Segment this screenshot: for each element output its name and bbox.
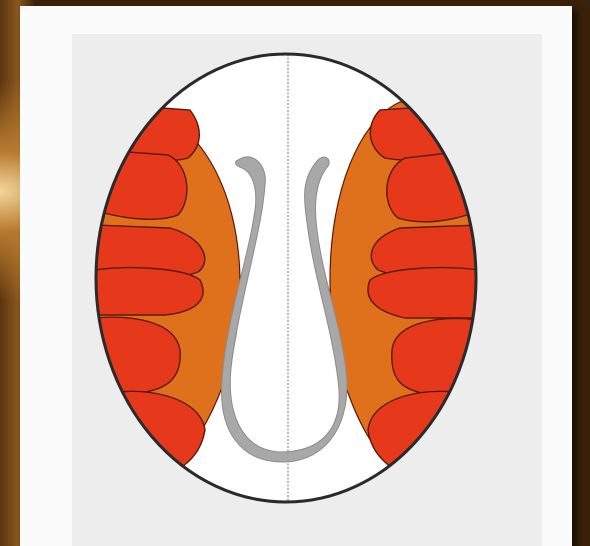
right-lobe-5 [392,319,480,394]
right-lobe-4 [368,268,480,318]
right-lobe-2 [387,150,475,222]
left-lobe-4 [95,268,203,315]
